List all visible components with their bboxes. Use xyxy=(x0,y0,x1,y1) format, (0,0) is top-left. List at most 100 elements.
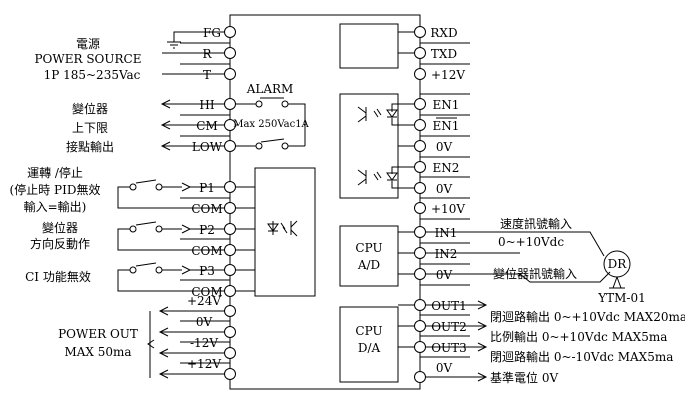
label-com2: COM xyxy=(191,244,222,258)
run-stop-line3: 輸入=輸出) xyxy=(24,199,87,214)
label-t: T xyxy=(203,68,211,82)
terminal-p2 xyxy=(224,223,236,235)
cpu-ad-line1: CPU xyxy=(355,241,382,255)
ci-disable-text: CI 功能無效 xyxy=(25,269,91,284)
terminal-pos12v xyxy=(224,368,236,380)
label-en1: EN1 xyxy=(433,98,460,112)
limit-output-line3: 接點輸出 xyxy=(66,139,114,154)
terminal-fg xyxy=(224,26,236,38)
terminal-12v xyxy=(414,68,426,80)
label-out2: OUT2 xyxy=(431,320,467,334)
run-stop-line2: (停止時 PID無效 xyxy=(10,182,101,197)
position-input-label: 變位器訊號輸入 xyxy=(493,266,577,281)
terminal-com1 xyxy=(224,202,236,214)
label-en2: EN2 xyxy=(433,161,460,175)
cpu-ad-block xyxy=(339,225,414,287)
label-in2: IN2 xyxy=(435,247,458,261)
limit-output-line1: 變位器 xyxy=(72,101,108,116)
terminal-24v xyxy=(224,305,236,317)
output-out1-desc: 閉迴路輸出 0~+10Vdc MAX20ma xyxy=(490,309,685,324)
output-out2-desc: 比例輸出 0~+10Vdc MAX5ma xyxy=(490,329,667,344)
output-out3-desc: 閉迴路輸出 0~-10Vdc MAX5ma xyxy=(490,349,673,364)
terminal-neg12v xyxy=(224,347,236,359)
label-0v-d: 0V xyxy=(436,361,453,375)
label-p1: P1 xyxy=(199,181,215,195)
label-com3: COM xyxy=(191,285,222,299)
label-txd: TXD xyxy=(431,47,457,61)
label-en1bar: EN1 xyxy=(433,119,460,133)
label-rxd: RXD xyxy=(430,26,457,40)
label-12v: +12V xyxy=(431,68,465,82)
input-optocoupler xyxy=(236,167,316,297)
alarm-rating-bg xyxy=(238,116,304,130)
terminal-en2 xyxy=(414,161,426,173)
terminal-cm xyxy=(224,119,236,131)
terminal-0v-c xyxy=(414,268,426,280)
label-com1: COM xyxy=(191,202,222,216)
terminal-out2 xyxy=(414,320,426,332)
output-ref-desc: 基準電位 0V xyxy=(490,370,558,385)
switch-inputs xyxy=(117,179,224,292)
label-in1: IN1 xyxy=(435,226,458,240)
dr-model: YTM-01 xyxy=(597,291,646,305)
label-0v-b: 0V xyxy=(436,182,453,196)
power-source-line1: 電源 xyxy=(76,37,100,51)
reverse-line2: 方向反動作 xyxy=(30,236,90,251)
label-p2: P2 xyxy=(199,223,215,237)
label-pos12v: +12V xyxy=(187,357,221,371)
terminal-out3 xyxy=(414,341,426,353)
dr-label: DR xyxy=(608,257,628,271)
power-source-line3: 1P 185~235Vac xyxy=(44,68,141,82)
right-terminal-column: RXD TXD +12V EN1 EN1 0V EN2 0V +10V IN1 … xyxy=(414,26,470,383)
power-source-wiring xyxy=(162,31,224,75)
label-neg12v: -12V xyxy=(190,336,218,350)
terminal-low xyxy=(224,140,236,152)
dr-potentiometer xyxy=(426,231,631,289)
cpu-da-block xyxy=(339,304,414,383)
cpu-da-line2: D/A xyxy=(358,341,381,355)
label-out3: OUT3 xyxy=(431,341,467,355)
power-out-line1: POWER OUT xyxy=(58,327,138,341)
power-source-line2: POWER SOURCE xyxy=(34,52,141,66)
terminal-com3 xyxy=(224,285,236,297)
terminal-p3 xyxy=(224,264,236,276)
terminal-10v xyxy=(414,202,426,214)
terminal-txd xyxy=(414,47,426,59)
terminal-out1 xyxy=(414,299,426,311)
label-0v-c: 0V xyxy=(436,268,453,282)
alarm-rating: Max 250Vac1A xyxy=(233,119,309,130)
analog-output-wiring xyxy=(426,300,488,382)
label-low: LOW xyxy=(192,140,223,154)
terminal-en1bar xyxy=(414,119,426,131)
terminal-t xyxy=(224,68,236,80)
speed-input-line2: 0~+10Vdc xyxy=(498,235,564,249)
terminal-en1 xyxy=(414,98,426,110)
terminal-hi xyxy=(224,98,236,110)
speed-input-line1: 速度訊號輸入 xyxy=(500,216,572,231)
limit-output-line2: 上下限 xyxy=(72,121,108,135)
label-p3: P3 xyxy=(199,264,215,278)
power-out-line2: MAX 50ma xyxy=(64,345,131,359)
label-0v-a: 0V xyxy=(436,140,453,154)
label-cm: CM xyxy=(196,119,217,133)
terminal-0v-b xyxy=(414,182,426,194)
terminal-rxd xyxy=(414,26,426,38)
encoder-optocoupler xyxy=(339,93,414,199)
alarm-title: ALARM xyxy=(246,82,294,96)
controller-body xyxy=(229,14,421,390)
cpu-da-line1: CPU xyxy=(355,324,382,338)
terminal-p1 xyxy=(224,181,236,193)
label-hi: HI xyxy=(199,98,214,112)
terminal-in1 xyxy=(414,226,426,238)
terminal-0v-d xyxy=(414,371,426,383)
label-fg: FG xyxy=(203,26,221,40)
left-terminal-column: FG R T HI CM LOW P1 COM P2 COM P3 COM +2… xyxy=(180,26,236,380)
terminal-in2 xyxy=(414,247,426,259)
terminal-0v-a xyxy=(414,140,426,152)
label-0v: 0V xyxy=(196,315,213,329)
terminal-0v xyxy=(224,326,236,338)
reverse-line1: 變位器 xyxy=(42,220,78,235)
label-10v: +10V xyxy=(431,202,465,216)
